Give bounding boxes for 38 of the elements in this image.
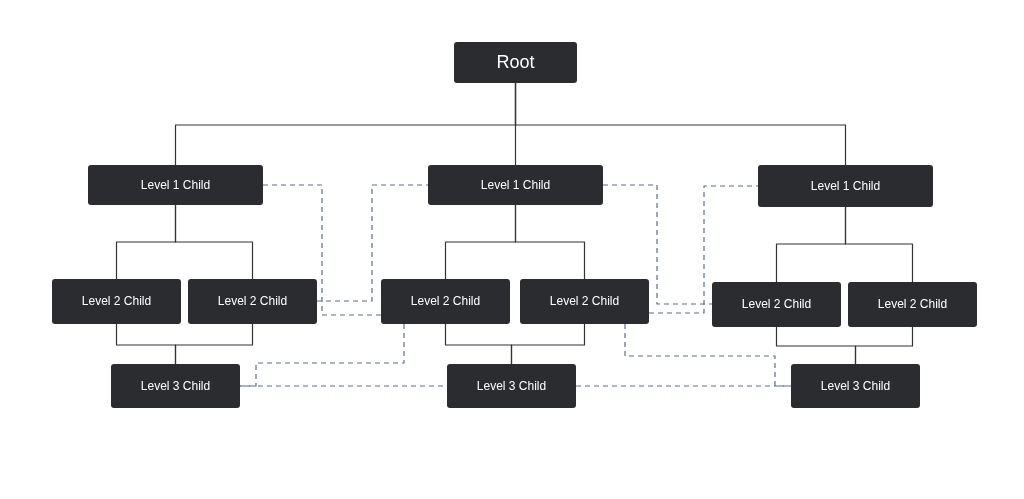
node-label: Level 2 Child: [217, 294, 288, 309]
connector-line: [854, 326, 914, 365]
dashed-connector: [624, 323, 792, 387]
node-box: [712, 282, 841, 327]
dashed-connector: [262, 184, 382, 316]
node-label: Root: [496, 51, 535, 74]
node-label: Level 2 Child: [741, 297, 812, 312]
dashed-connector: [648, 185, 759, 314]
dashed-connector: [602, 184, 713, 305]
node-box: [88, 165, 263, 205]
connector-line: [844, 206, 914, 283]
node-box: [848, 282, 977, 327]
node-box: [758, 165, 933, 207]
node-label: Level 1 Child: [140, 177, 211, 193]
connector-line: [174, 323, 254, 365]
connector-line: [174, 204, 254, 280]
node-label: Level 2 Child: [877, 297, 948, 312]
connector-line: [514, 204, 586, 280]
node-box: [520, 279, 649, 324]
node-box: [428, 165, 603, 205]
node-box: [111, 364, 240, 408]
node-label: Level 1 Child: [810, 178, 881, 194]
node-box: [454, 42, 577, 83]
node-label: Level 1 Child: [480, 177, 551, 193]
connector-line: [514, 82, 847, 166]
node-box: [52, 279, 181, 324]
node-box: [381, 279, 510, 324]
node-box: [447, 364, 576, 408]
node-box: [791, 364, 920, 408]
node-label: Level 3 Child: [476, 378, 547, 394]
node-label: Level 3 Child: [140, 378, 211, 394]
connector-line: [510, 323, 586, 365]
node-label: Level 2 Child: [81, 294, 152, 309]
node-label: Level 2 Child: [549, 294, 620, 309]
node-label: Level 2 Child: [410, 294, 481, 309]
node-label: Level 3 Child: [820, 378, 891, 394]
node-box: [188, 279, 317, 324]
dashed-connector: [316, 184, 429, 302]
